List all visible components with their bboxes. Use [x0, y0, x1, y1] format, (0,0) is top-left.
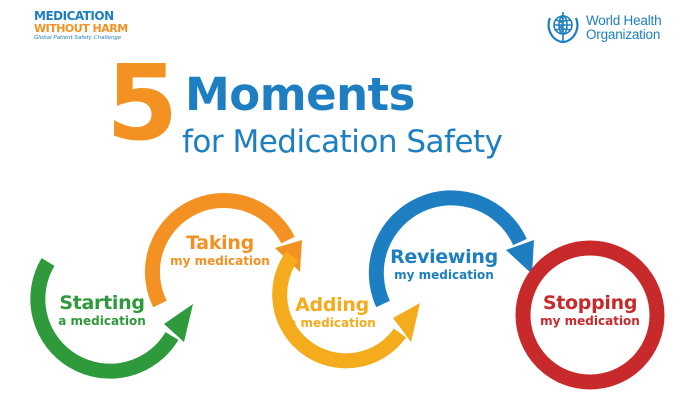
starting-arc: [30, 258, 179, 379]
reviewing-arrowhead: [506, 240, 534, 274]
title-line1: Moments: [185, 68, 415, 121]
taking-arc: [144, 192, 295, 308]
moment-taking: Taking my medication: [164, 232, 276, 268]
moment-reviewing-title: Reviewing: [390, 246, 498, 268]
stopping-ring: [515, 240, 665, 390]
title-line2: for Medication Safety: [182, 124, 503, 160]
who-wordmark-line2: Organization: [586, 27, 661, 42]
mwh-logo-line1: MEDICATION: [34, 9, 114, 23]
moment-starting: Starting a medication: [46, 292, 158, 328]
moment-adding-subtitle: a medication: [288, 316, 376, 330]
moment-adding-title: Adding: [295, 294, 369, 316]
moment-starting-subtitle: a medication: [58, 314, 146, 328]
mwh-logo-line2: WITHOUT HARM: [34, 22, 128, 35]
who-logo: World Health Organization: [544, 8, 684, 46]
starting-arrowhead: [164, 304, 193, 342]
adding-arc: [272, 251, 407, 369]
moment-adding: Adding a medication: [276, 294, 388, 330]
who-emblem-icon: [547, 12, 579, 44]
moment-stopping-title: Stopping: [542, 292, 638, 314]
who-wordmark: World Health Organization: [586, 13, 662, 42]
moment-reviewing-subtitle: my medication: [394, 268, 494, 282]
adding-arrowhead: [393, 303, 420, 342]
who-wordmark-line1: World Health: [586, 13, 662, 28]
moment-stopping-subtitle: my medication: [540, 314, 640, 328]
medication-without-harm-logo: MEDICATION WITHOUT HARM Global Patient S…: [34, 10, 154, 42]
title-number: 5: [106, 42, 179, 164]
moment-reviewing: Reviewing my medication: [384, 246, 504, 282]
moment-taking-title: Taking: [186, 232, 254, 254]
moment-taking-subtitle: my medication: [170, 254, 270, 268]
reviewing-arc: [368, 190, 527, 308]
moment-starting-title: Starting: [59, 292, 145, 314]
moment-stopping: Stopping my medication: [530, 292, 650, 328]
mwh-logo-tagline: Global Patient Safety Challenge: [34, 35, 122, 41]
